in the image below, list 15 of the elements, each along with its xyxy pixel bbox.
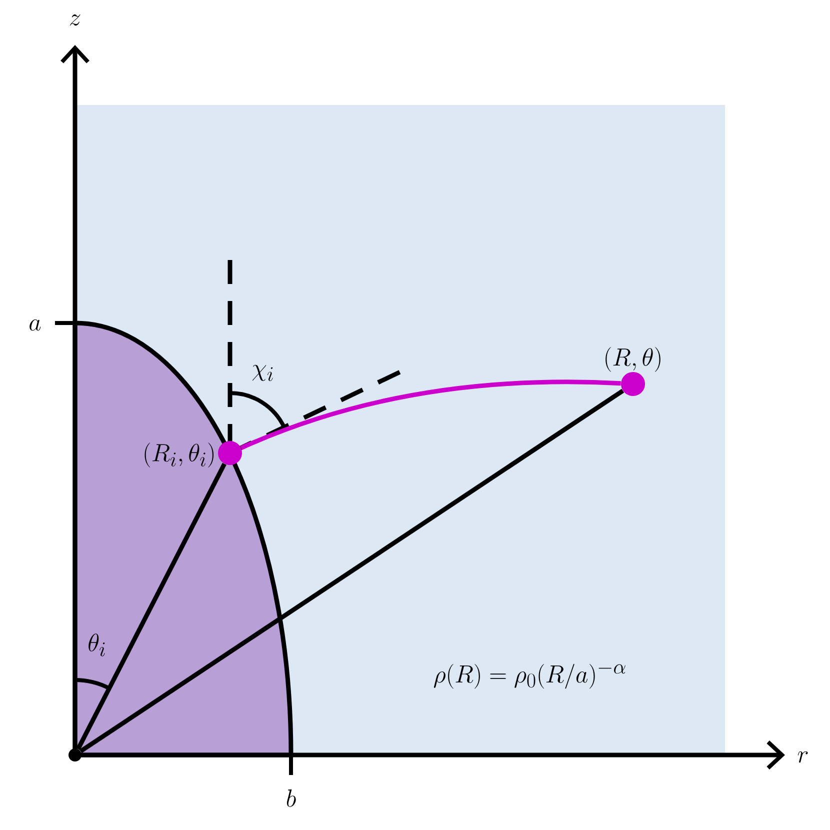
origin-point xyxy=(68,748,82,762)
curved-path xyxy=(240,380,621,450)
radius-line xyxy=(79,388,624,754)
point-marker xyxy=(218,441,242,465)
radius-line xyxy=(76,462,226,750)
axis-label: $a$ xyxy=(30,319,41,331)
axis-label: $\theta_i$ xyxy=(88,634,105,656)
axis-label: $\chi_i$ xyxy=(252,364,273,382)
point-label: $(R, \theta)$ xyxy=(606,346,660,372)
axis-label: $r$ xyxy=(798,751,808,763)
point-marker xyxy=(621,372,645,396)
axis-label: $z$ xyxy=(70,14,80,26)
point-label: $(R_i, \theta_i)$ xyxy=(144,442,214,468)
axis-label: $\rho(R) = \rho_0(R/a)^{-\alpha}$ xyxy=(434,664,626,689)
axis-label: $b$ xyxy=(286,789,296,807)
